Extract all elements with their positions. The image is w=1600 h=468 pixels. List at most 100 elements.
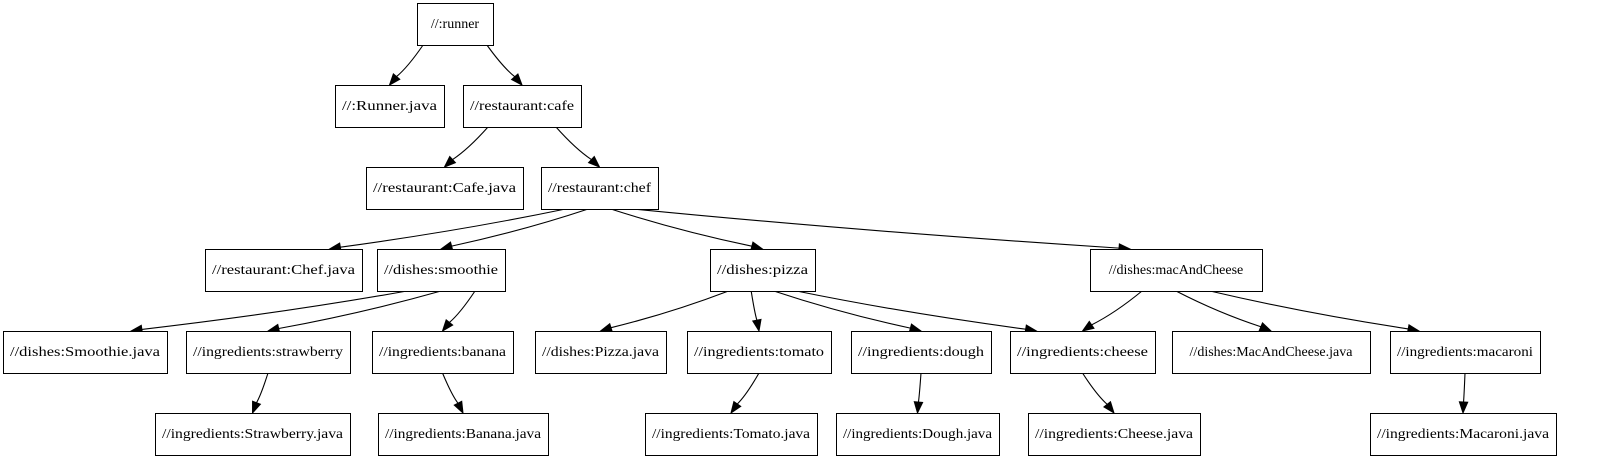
graph-edge-arrowhead [730,400,742,415]
graph-node-dishes_pizza[interactable]: //dishes:pizza [710,249,816,292]
node-box [851,331,992,374]
graph-edge-arrowhead [587,155,601,168]
node-box [417,3,494,46]
node-box [378,413,549,456]
graph-node-ing_banana[interactable]: //ingredients:banana [372,331,514,374]
graph-node-runner_java[interactable]: //:Runner.java [335,85,445,128]
graph-node-restaurant_chef[interactable]: //restaurant:chef [541,167,659,210]
node-label: //ingredients:dough [858,345,984,360]
node-box [377,249,506,292]
graph-node-ing_cheese_java[interactable]: //ingredients:Cheese.java [1028,413,1201,456]
graph-node-runner[interactable]: //:runner [417,3,494,46]
node-box [541,167,659,210]
graph-edge-ing_macaroni-to-ing_macaroni_java [1463,372,1466,403]
node-label: //ingredients:banana [379,345,507,360]
graph-edge-dishes_macandcheese-to-dishes_macandcheese_java [1175,290,1262,328]
node-label: //dishes:smoothie [384,263,498,278]
node-label: //restaurant:Cafe.java [373,181,517,196]
graph-edge-dishes_macandcheese-to-ing_cheese [1091,290,1143,326]
graph-edge-dishes_smoothie-to-ing_banana [449,290,476,323]
node-box [1370,413,1557,456]
node-label: //dishes:macAndCheese [1109,263,1244,278]
graph-edge-arrowhead [751,318,762,333]
graph-edge-arrowhead [1081,320,1095,332]
graph-edge-dishes_pizza-to-ing_tomato [750,290,758,321]
node-box [687,331,832,374]
graph-node-restaurant_cafe_java[interactable]: //restaurant:Cafe.java [366,167,524,210]
graph-node-restaurant_cafe[interactable]: //restaurant:cafe [463,85,582,128]
node-box [1172,331,1371,374]
node-label: //dishes:Smoothie.java [10,345,161,360]
graph-edge-arrowhead [443,155,457,168]
node-box [372,331,514,374]
graph-node-ing_cheese[interactable]: //ingredients:cheese [1010,331,1156,374]
node-box [1390,331,1541,374]
graph-edge-restaurant_cafe-to-restaurant_cafe_java [452,126,489,161]
graph-node-dishes_smoothie_java[interactable]: //dishes:Smoothie.java [3,331,168,374]
node-label: //dishes:MacAndCheese.java [1190,345,1354,360]
graph-node-dishes_smoothie[interactable]: //dishes:smoothie [377,249,506,292]
graph-edge-arrowhead [599,322,613,333]
node-box [1090,249,1263,292]
node-label: //ingredients:Banana.java [385,427,542,442]
node-label: //:runner [431,17,480,32]
node-box [1010,331,1156,374]
node-box [1028,413,1201,456]
graph-edge-arrowhead [908,323,923,333]
graph-edge-restaurant_chef-to-dishes_smoothie [451,208,589,247]
node-label: //dishes:pizza [717,263,809,278]
node-box [836,413,1000,456]
graph-edge-ing_tomato-to-ing_tomato_java [736,372,760,405]
node-label: //ingredients:strawberry [193,345,343,360]
graph-node-ing_strawberry_java[interactable]: //ingredients:Strawberry.java [155,413,351,456]
graph-node-ing_strawberry[interactable]: //ingredients:strawberry [186,331,351,374]
node-label: //dishes:Pizza.java [542,345,660,360]
node-box [3,331,168,374]
graph-node-ing_dough[interactable]: //ingredients:dough [851,331,992,374]
graph-edge-dishes_pizza-to-ing_cheese [796,290,1026,330]
graph-edge-dishes_pizza-to-dishes_pizza_java [610,290,729,329]
graph-edge-arrowhead [1258,321,1273,332]
graph-edge-arrowhead [439,241,454,251]
node-box [645,413,818,456]
node-box [710,249,816,292]
node-label: //ingredients:cheese [1017,345,1148,360]
node-box [155,413,351,456]
graph-node-ing_dough_java[interactable]: //ingredients:Dough.java [836,413,1000,456]
node-layer: //:runner //:Runner.java //restaurant:cafe… [3,3,1557,456]
graph-edge-arrowhead [1458,401,1469,415]
node-box [335,85,445,128]
node-label: //ingredients:Cheese.java [1035,427,1194,442]
graph-node-ing_tomato_java[interactable]: //ingredients:Tomato.java [645,413,818,456]
graph-edge-dishes_smoothie-to-ing_strawberry [278,290,442,330]
graph-edge-restaurant_chef-to-dishes_macandcheese [633,208,1120,249]
node-box [535,331,667,374]
graph-node-dishes_pizza_java[interactable]: //dishes:Pizza.java [535,331,667,374]
graph-edge-runner-to-runner_java [396,44,424,78]
graph-edge-ing_banana-to-ing_banana_java [441,372,459,404]
graph-edge-restaurant_chef-to-restaurant_chef_java [340,208,566,248]
node-box [205,249,363,292]
graph-edge-arrowhead [1103,400,1115,415]
graph-node-ing_macaroni_java[interactable]: //ingredients:Macaroni.java [1370,413,1557,456]
graph-node-ing_banana_java[interactable]: //ingredients:Banana.java [378,413,549,456]
graph-edge-arrowhead [913,401,924,415]
graph-edge-arrowhead [388,73,401,87]
node-label: //restaurant:cafe [470,99,574,114]
node-label: //ingredients:Dough.java [843,427,993,442]
node-label: //:Runner.java [342,99,438,114]
node-label: //ingredients:tomato [694,345,824,360]
node-label: //ingredients:Macaroni.java [1377,427,1550,442]
node-label: //ingredients:Strawberry.java [162,427,344,442]
graph-edge-dishes_pizza-to-ing_dough [773,290,911,329]
graph-node-ing_tomato[interactable]: //ingredients:tomato [687,331,832,374]
graph-node-ing_macaroni[interactable]: //ingredients:macaroni [1390,331,1541,374]
graph-edge-ing_cheese-to-ing_cheese_java [1082,372,1108,405]
graph-node-dishes_macandcheese_java[interactable]: //dishes:MacAndCheese.java [1172,331,1371,374]
graph-edge-runner-to-restaurant_cafe [486,44,516,78]
graph-node-dishes_macandcheese[interactable]: //dishes:macAndCheese [1090,249,1263,292]
node-box [366,167,524,210]
graph-node-restaurant_chef_java[interactable]: //restaurant:Chef.java [205,249,363,292]
